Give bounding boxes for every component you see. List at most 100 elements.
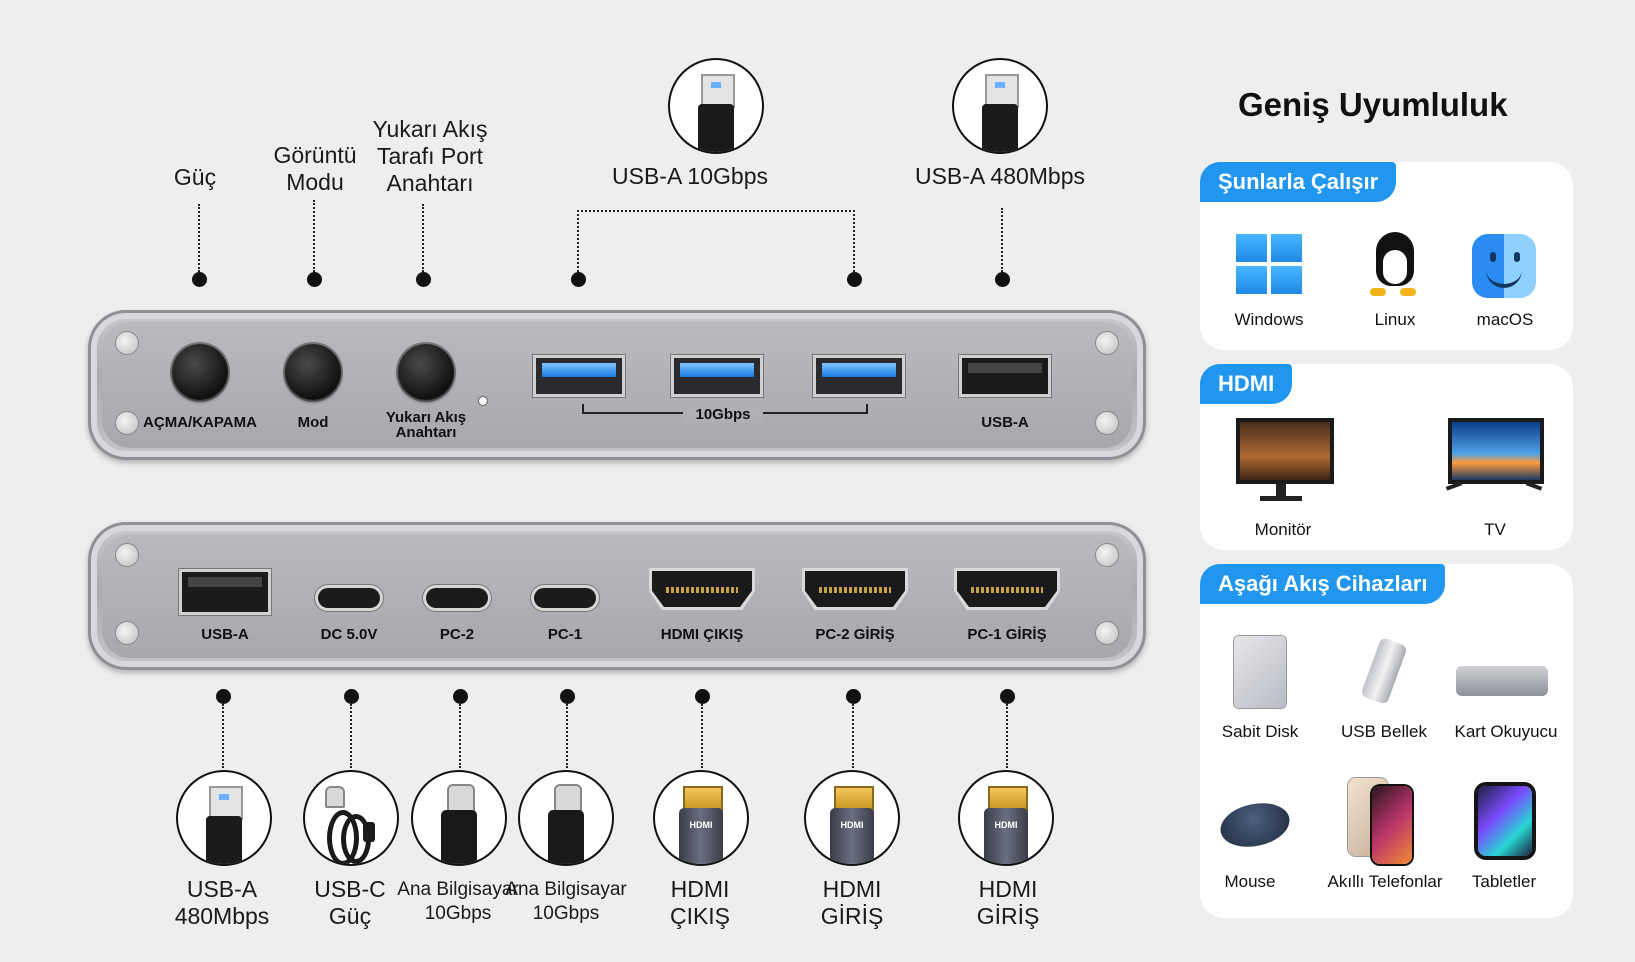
caption-line: HDMI xyxy=(978,876,1038,902)
hdmi-out-port[interactable] xyxy=(649,568,755,610)
upstream-switch-label: Yukarı Akış Anahtarı xyxy=(364,410,488,440)
device-label-flash: USB Bellek xyxy=(1341,722,1427,741)
os-tab: Şunlarla Çalışır xyxy=(1200,162,1397,202)
tux-foot xyxy=(1370,288,1386,296)
caption-line: Güç xyxy=(328,903,372,929)
usb-c-plug-head xyxy=(325,786,345,808)
hdmi-in2-caption: HDMI GİRİŞ xyxy=(797,876,907,930)
usb-a-10gbps-port-1[interactable] xyxy=(536,358,622,394)
hdmi-plug-body: HDMI xyxy=(984,808,1028,864)
macos-icon xyxy=(1472,234,1536,298)
display-mode-callout-line2: Modu xyxy=(286,169,344,195)
host-pc1-caption: Ana Bilgisayar 10Gbps xyxy=(500,878,632,926)
hdmi-pc1-in-port[interactable] xyxy=(954,568,1060,610)
monitor-base xyxy=(1260,496,1302,501)
mode-button-label: Mod xyxy=(297,414,329,431)
mode-button[interactable] xyxy=(285,344,341,400)
hdmi-plug-head xyxy=(683,786,723,812)
leader-line xyxy=(853,210,855,272)
leader-dot xyxy=(344,689,359,704)
screw-icon xyxy=(1096,332,1118,354)
rear-panel: USB-A DC 5.0V PC-2 PC-1 HDMI ÇIKIŞ PC-2 … xyxy=(88,522,1146,670)
caption-line: GİRİŞ xyxy=(820,903,884,929)
pc2-usb-c-port[interactable] xyxy=(426,588,488,608)
usb-a-plug-body xyxy=(206,816,242,864)
usb-flash-drive-icon xyxy=(1360,637,1408,705)
status-led xyxy=(479,397,487,405)
usb-a-plug-body xyxy=(982,104,1018,152)
linux-icon xyxy=(1370,232,1420,300)
screw-icon xyxy=(116,412,138,434)
hdmi-pc2-socket xyxy=(805,571,905,607)
usb-a-10gbps-callout: USB-A 10Gbps xyxy=(612,163,768,189)
leader-dot xyxy=(995,272,1010,287)
usb-c-plug-tail xyxy=(363,822,375,842)
hdmi-plug-text: HDMI xyxy=(689,820,713,830)
usb-a-10gbps-port-2[interactable] xyxy=(674,358,760,394)
display-mode-callout-line1: Görüntü xyxy=(273,142,357,168)
hdmi-pc2-in-label: PC-2 GİRİŞ xyxy=(815,626,895,643)
hdmi-plug-icon: HDMI xyxy=(653,770,749,866)
caption-line: USB-C xyxy=(314,876,386,902)
usb-a-plug-icon xyxy=(668,58,764,154)
upstream-callout-line3: Anahtarı xyxy=(386,170,474,196)
upstream-switch-label-line1: Yukarı Akış xyxy=(385,409,467,426)
screw-icon xyxy=(116,622,138,644)
leader-dot xyxy=(571,272,586,287)
hdmi-in1-caption: HDMI GİRİŞ xyxy=(953,876,1063,930)
mouse-icon xyxy=(1216,797,1294,853)
usb-c-power-cable-icon xyxy=(303,770,399,866)
leader-line xyxy=(222,704,224,768)
usb-c-power-caption: USB-C Güç xyxy=(295,876,405,930)
usb-a-480-port[interactable] xyxy=(962,358,1048,394)
hdmi-plug-icon: HDMI xyxy=(958,770,1054,866)
leader-dot xyxy=(453,689,468,704)
leader-dot xyxy=(1000,689,1015,704)
leader-line xyxy=(1006,704,1008,768)
leader-line xyxy=(313,200,315,272)
power-button[interactable] xyxy=(172,344,228,400)
usb-a-480mbps-callout: USB-A 480Mbps xyxy=(914,163,1086,189)
tux-belly xyxy=(1383,250,1407,284)
leader-dot xyxy=(192,272,207,287)
caption-line: ÇIKIŞ xyxy=(669,903,731,929)
hdmi-card: HDMI Monitör TV xyxy=(1200,364,1573,550)
usb-a-10gbps-port-3[interactable] xyxy=(816,358,902,394)
caption-line: 480Mbps xyxy=(174,903,270,929)
speed-label: 10Gbps xyxy=(683,406,763,423)
leader-dot xyxy=(846,689,861,704)
hdmi-plug-text: HDMI xyxy=(840,820,864,830)
leader-bracket-top xyxy=(577,210,855,212)
usb-a-plug-icon xyxy=(952,58,1048,154)
usb-c-plug-icon xyxy=(411,770,507,866)
leader-line xyxy=(701,704,703,768)
device-label-mouse: Mouse xyxy=(1224,872,1276,891)
leader-dot xyxy=(695,689,710,704)
hdmi-tab: HDMI xyxy=(1200,364,1293,404)
upstream-switch-button[interactable] xyxy=(398,344,454,400)
monitor-stand xyxy=(1276,484,1286,498)
leader-dot xyxy=(307,272,322,287)
tv-icon xyxy=(1448,418,1544,484)
leader-line xyxy=(422,204,424,272)
device-label-tablets: Tabletler xyxy=(1471,872,1537,891)
power-button-label: AÇMA/KAPAMA xyxy=(143,414,257,431)
dc-usb-c-port[interactable] xyxy=(318,588,380,608)
leader-line xyxy=(459,704,461,768)
caption-line: HDMI xyxy=(670,876,730,902)
rear-usb-a-port[interactable] xyxy=(182,572,268,612)
hdmi-pc2-in-port[interactable] xyxy=(802,568,908,610)
dc-port-label: DC 5.0V xyxy=(320,626,378,643)
leader-dot xyxy=(560,689,575,704)
screw-icon xyxy=(1096,544,1118,566)
caption-line: Ana Bilgisayar xyxy=(397,879,519,900)
upstream-callout-line2: Tarafı Port xyxy=(376,143,484,169)
hdmi-pins xyxy=(971,587,1043,593)
pc1-port-label: PC-1 xyxy=(547,626,583,643)
os-label-linux: Linux xyxy=(1374,310,1416,329)
screw-icon xyxy=(1096,622,1118,644)
usb-a-port-label: USB-A xyxy=(981,414,1029,431)
leader-line xyxy=(566,704,568,768)
caption-line: USB-A xyxy=(186,876,258,902)
pc1-usb-c-port[interactable] xyxy=(534,588,596,608)
